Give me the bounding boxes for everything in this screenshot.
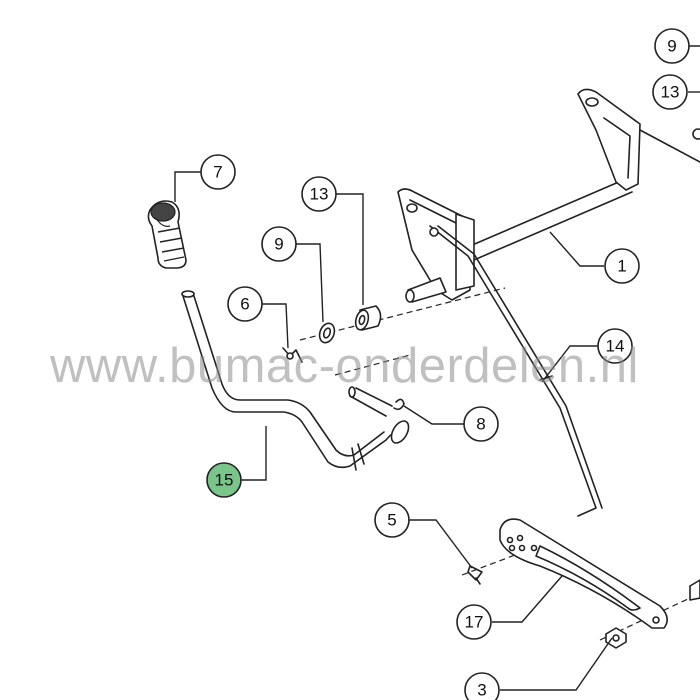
washer-part-left [318,322,336,344]
callout-6: 6 [227,286,263,322]
callout-13-top: 13 [652,74,688,110]
nut-part [605,579,700,649]
svg-text:9: 9 [274,235,283,254]
callout-1: 1 [604,248,640,284]
svg-text:1: 1 [617,257,626,276]
svg-text:13: 13 [310,185,329,204]
callout-8: 8 [463,406,499,442]
callout-14: 14 [597,328,633,364]
shaft-with-brackets-part [397,88,700,303]
svg-text:8: 8 [476,415,485,434]
callout-15-highlighted: 15 [206,462,242,498]
callout-13: 13 [301,176,337,212]
svg-text:9: 9 [667,37,676,56]
callout-5: 5 [374,502,410,538]
callout-9-top: 9 [654,28,690,64]
svg-text:3: 3 [477,681,486,700]
svg-text:13: 13 [661,83,680,102]
svg-text:15: 15 [215,471,234,490]
handle-grip-part [147,200,187,269]
svg-text:7: 7 [213,163,222,182]
callout-7: 7 [200,154,236,190]
link-rod-part [429,225,603,517]
svg-text:14: 14 [606,337,625,356]
svg-text:17: 17 [465,613,484,632]
callout-17: 17 [456,604,492,640]
callout-9: 9 [261,226,297,262]
svg-text:6: 6 [240,295,249,314]
leader-lines [174,45,700,691]
clip-part [282,347,303,363]
spring-pin-part [348,386,405,417]
small-clip-part [467,565,483,585]
curved-plate-part [499,518,668,629]
callout-3: 3 [464,672,500,700]
bushing-part-left [354,305,382,331]
lever-rod-part [181,290,410,471]
svg-text:5: 5 [387,511,396,530]
